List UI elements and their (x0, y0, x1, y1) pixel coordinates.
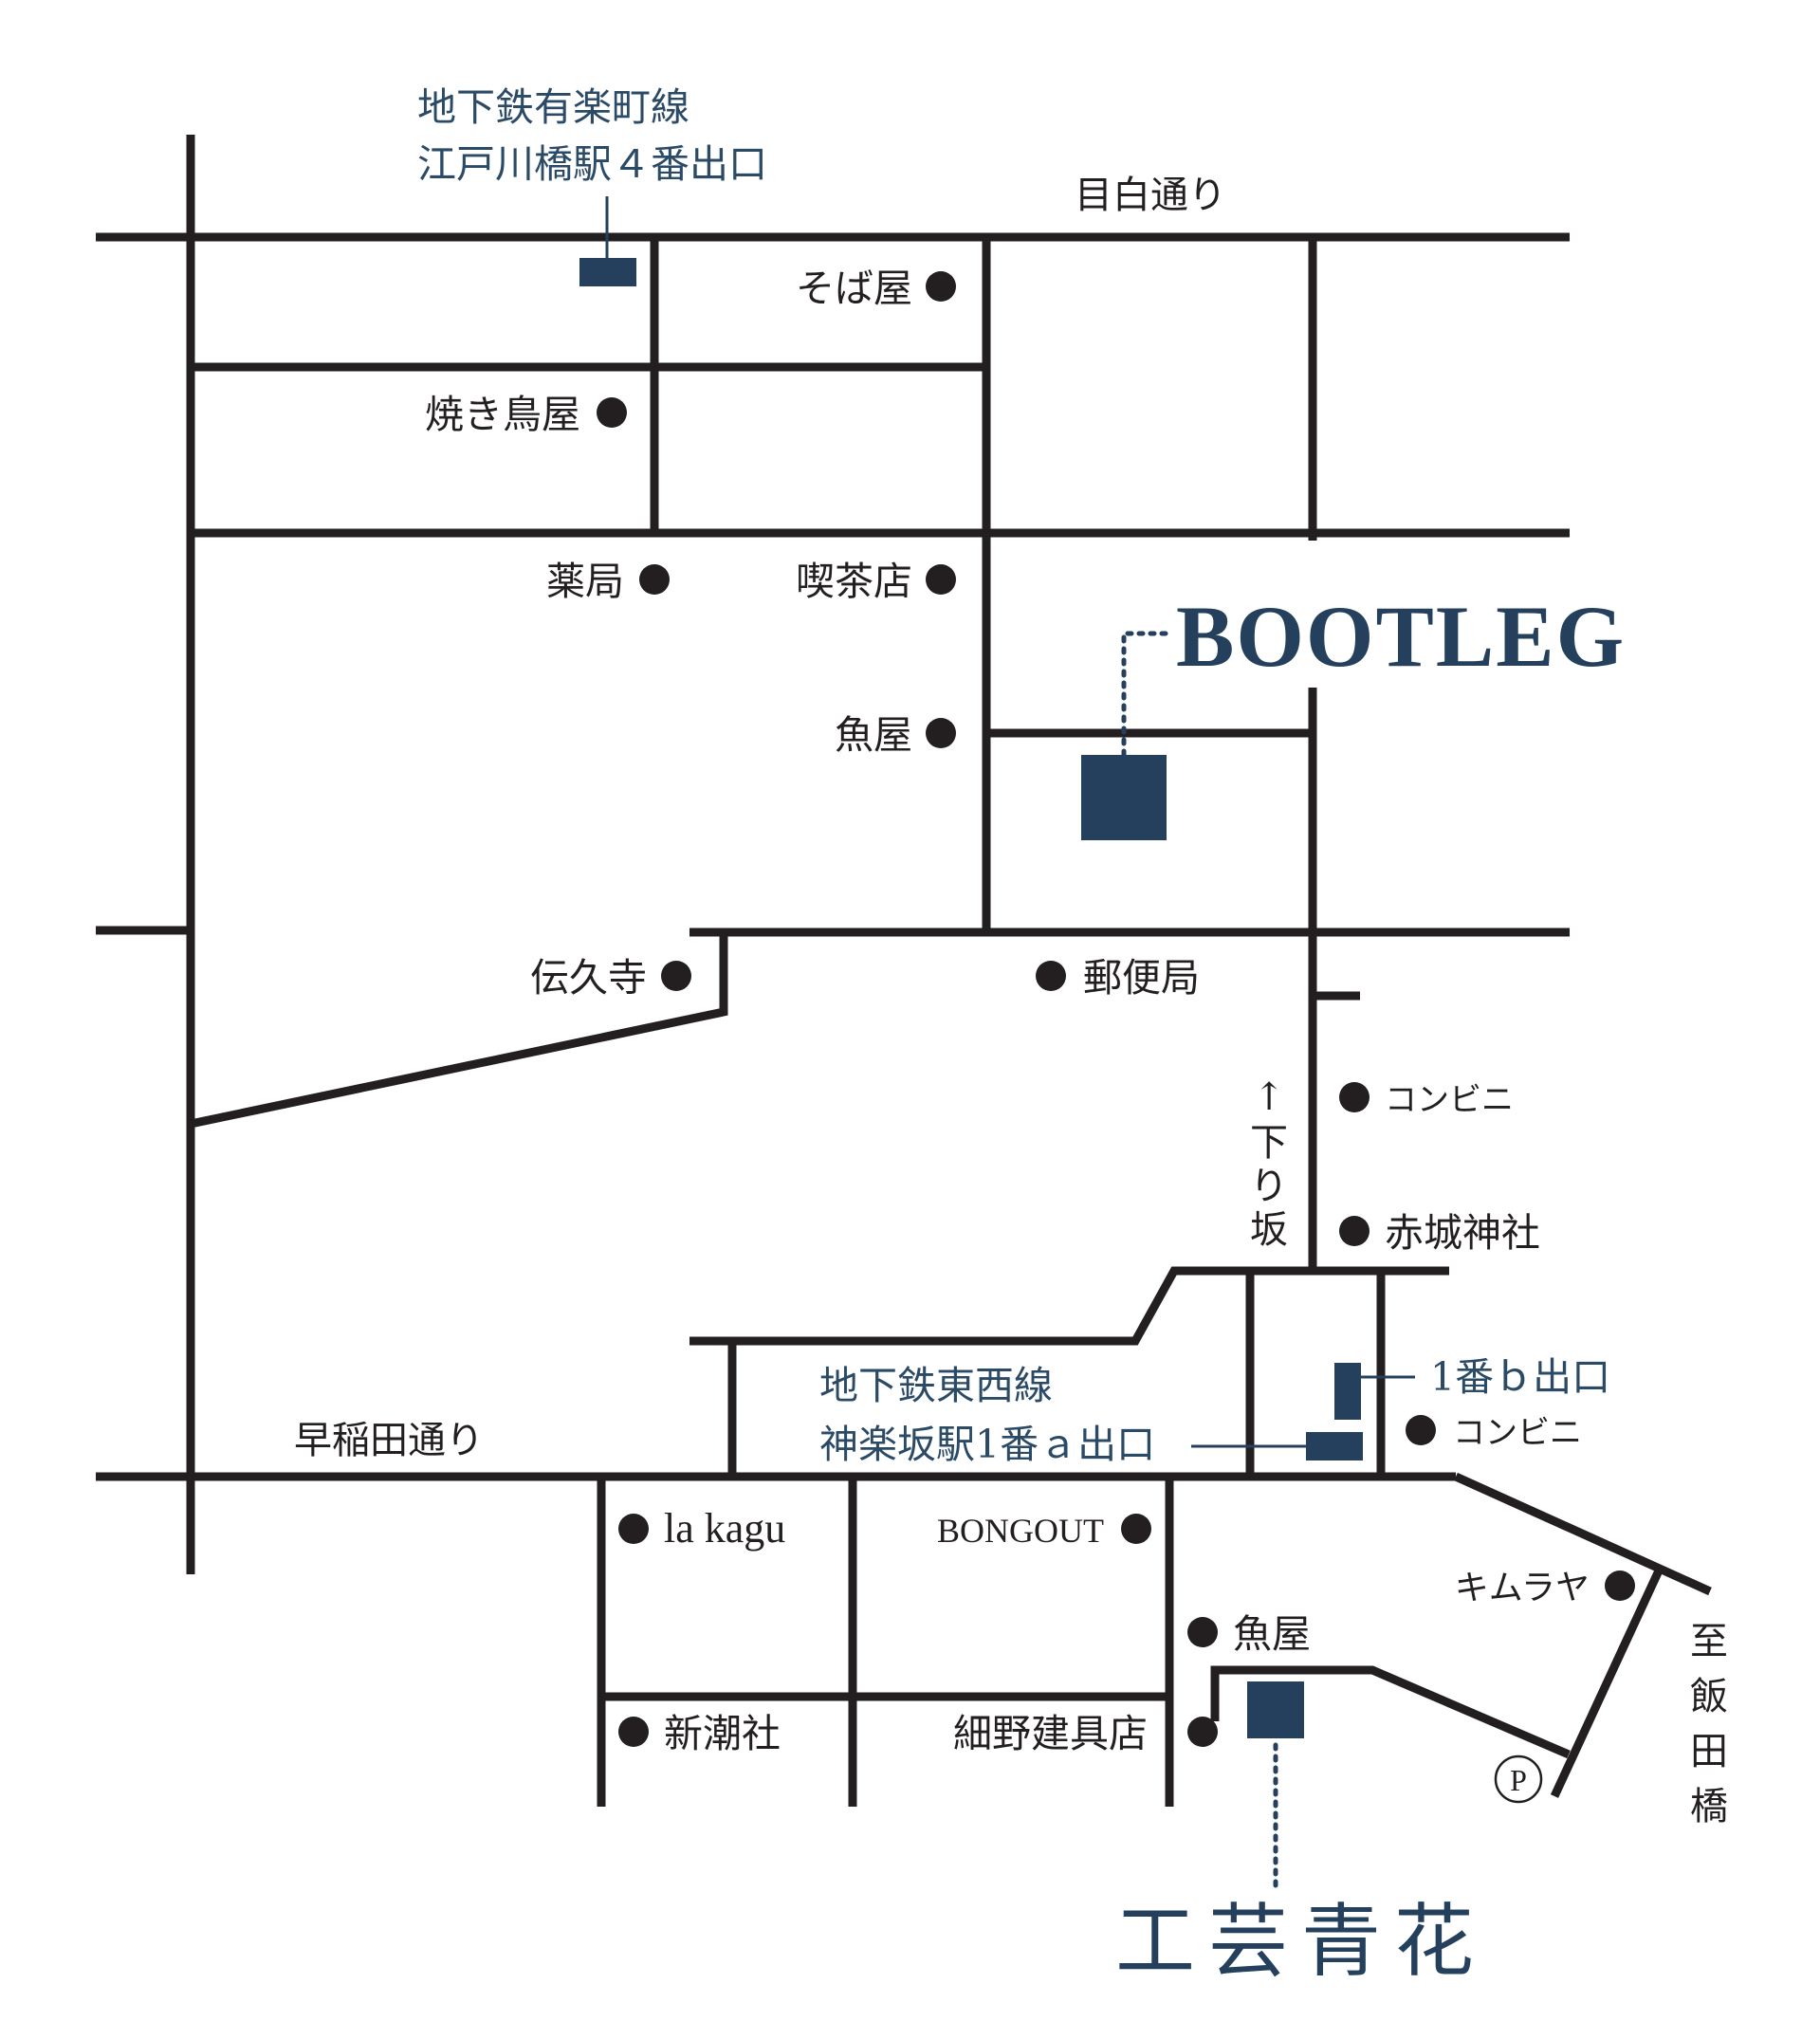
parking-circle (1494, 1754, 1543, 1804)
pharmacy-dot (639, 564, 670, 595)
bootleg-leader-dots (1121, 631, 1171, 758)
kogei-aoka-title: 工芸青花 (1115, 1895, 1487, 1988)
poi-denkyuji: 伝久寺 (530, 955, 691, 1001)
kimuraya-label: キムラヤ (1455, 1569, 1590, 1607)
slope-char-1: 下 (1250, 1121, 1288, 1165)
parking-label: P (1510, 1763, 1527, 1797)
kagurazaka-exit-1b-marker (1334, 1363, 1361, 1420)
denkyuji-label: 伝久寺 (530, 955, 647, 1001)
aoka-access-road (1210, 1665, 1571, 1759)
convenience-north-label: コンビニ (1385, 1081, 1514, 1119)
post-office-label: 郵便局 (1083, 955, 1200, 1001)
poi-convenience-north: コンビニ (1339, 1081, 1514, 1119)
hosono-label: 細野建具店 (953, 1711, 1148, 1756)
cafe-dot (926, 564, 956, 595)
bongout-dot (1121, 1514, 1151, 1544)
bongout-label: BONGOUT (937, 1512, 1104, 1550)
kagurazaka-exit-1a-label: 神楽坂駅1番ａ出口 (819, 1422, 1155, 1467)
denkyuji-dot (661, 961, 691, 991)
poi-post-office: 郵便局 (1036, 955, 1200, 1001)
kagurazaka-exit-1a-marker (1306, 1432, 1363, 1460)
iidabashi-diagonal-road (1454, 1472, 1712, 1596)
yakitori-label: 焼き鳥屋 (425, 392, 580, 437)
poi-bongout: BONGOUT (937, 1512, 1151, 1550)
to-iidabashi-label: 至 飯 田 橋 (1690, 1620, 1728, 1828)
poi-fish-north: 魚屋 (835, 712, 956, 758)
poi-soba: そば屋 (796, 266, 956, 311)
la-kagu-label: la kagu (664, 1505, 785, 1552)
poi-la-kagu: la kagu (618, 1505, 785, 1552)
kimuraya-diagonal-road (1550, 1567, 1664, 1798)
middle-horizontal-road (190, 928, 728, 1129)
poi-fish-south: 魚屋 (1187, 1611, 1311, 1657)
to-iidabashi-char-1: 至 (1690, 1620, 1728, 1663)
cafe-label: 喫茶店 (796, 559, 912, 604)
bootleg-destination: BOOTLEG (1081, 588, 1626, 840)
fish-south-dot (1187, 1617, 1218, 1647)
tozai-line-label: 地下鉄東西線 (819, 1363, 1053, 1408)
poi-akagi-shrine: 赤城神社 (1339, 1210, 1540, 1256)
soba-label: そば屋 (796, 266, 912, 311)
poi-shinchosha: 新潮社 (618, 1711, 781, 1756)
kogei-aoka-destination: 工芸青花 (1115, 1681, 1487, 1988)
edogawabashi-exit-marker (579, 258, 636, 286)
edogawabashi-exit-label: 江戸川橋駅４番出口 (417, 141, 767, 187)
slope-arrow: ↑ (1253, 1075, 1285, 1119)
convenience-south-label: コンビニ (1453, 1414, 1582, 1452)
kagurazaka-side-road (689, 1266, 1449, 1346)
kimuraya-dot (1605, 1571, 1635, 1601)
kogei-aoka-building-marker (1247, 1681, 1304, 1738)
poi-convenience-south: コンビニ (1406, 1414, 1582, 1452)
to-iidabashi-char-4: 橋 (1690, 1785, 1728, 1828)
street-network (96, 135, 1712, 1807)
shinchosha-dot (618, 1717, 649, 1747)
shinchosha-label: 新潮社 (664, 1711, 781, 1756)
convenience-north-dot (1339, 1082, 1370, 1112)
akagi-shrine-label: 赤城神社 (1385, 1210, 1540, 1256)
poi-cafe: 喫茶店 (796, 559, 956, 604)
akagi-shrine-dot (1339, 1216, 1370, 1246)
fish-south-label: 魚屋 (1233, 1611, 1311, 1657)
mejiro-dori-label: 目白通り (1075, 174, 1226, 217)
poi-yakitori: 焼き鳥屋 (425, 392, 627, 437)
slope-label: ↑ 下 り 坂 (1250, 1075, 1288, 1252)
waseda-dori-label: 早稲田通り (294, 1419, 484, 1462)
convenience-south-dot (1406, 1415, 1436, 1445)
to-iidabashi-char-2: 飯 (1690, 1675, 1728, 1718)
la-kagu-dot (618, 1514, 649, 1544)
yurakucho-line-label: 地下鉄有楽町線 (417, 84, 689, 130)
bootleg-building-marker (1081, 755, 1167, 840)
fish-north-label: 魚屋 (835, 712, 912, 758)
bootleg-title: BOOTLEG (1176, 588, 1626, 685)
poi-hosono: 細野建具店 (953, 1711, 1218, 1756)
fish-north-dot (926, 718, 956, 748)
slope-char-2: り (1250, 1165, 1288, 1208)
hosono-dot (1187, 1717, 1218, 1747)
soba-dot (926, 271, 956, 302)
pharmacy-label: 薬局 (546, 559, 624, 604)
parking-icon: P (1494, 1754, 1543, 1804)
poi-pharmacy: 薬局 (546, 559, 670, 604)
slope-char-3: 坂 (1250, 1208, 1288, 1252)
kagurazaka-exit-1b-label: 1番ｂ出口 (1430, 1354, 1610, 1400)
to-iidabashi-char-3: 田 (1690, 1730, 1728, 1773)
poi-kimuraya: キムラヤ (1455, 1569, 1635, 1607)
post-office-dot (1036, 961, 1066, 991)
yakitori-dot (597, 397, 627, 428)
